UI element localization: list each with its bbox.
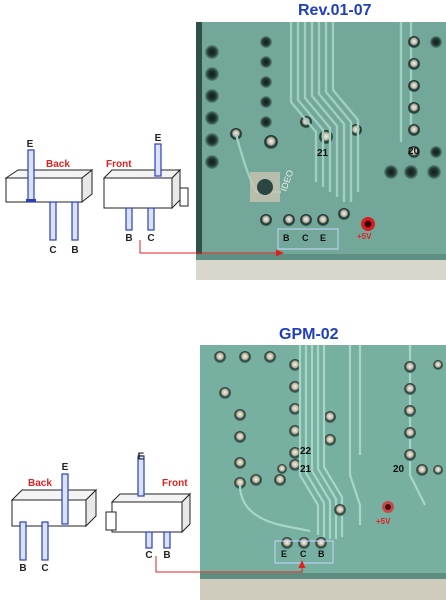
top-front-pin-c (147, 207, 155, 231)
top-front-pin-b (125, 207, 133, 231)
top-front-title: Front (106, 159, 132, 170)
top-pin-number-20: 20 (408, 146, 420, 157)
top-pcb-image: IDEO (196, 22, 446, 280)
top-pin-number-21: 21 (317, 148, 329, 159)
bottom-back-label-b: B (19, 563, 26, 574)
top-front-label-c: C (147, 233, 154, 244)
bottom-back-pin-c (41, 521, 49, 561)
top-front-body (102, 168, 189, 210)
bottom-pin-number-20: 20 (393, 464, 405, 475)
bottom-front-pin-e (137, 455, 145, 497)
top-back-pin-e (27, 149, 35, 201)
bottom-back-label-e: E (62, 462, 69, 473)
top-back-body (4, 168, 94, 204)
bottom-front-pin-c (145, 531, 153, 549)
top-title: Rev.01-07 (298, 2, 372, 19)
top-back-title: Back (46, 159, 70, 170)
bottom-transistor-diagram: E B C Back E C B Front (10, 451, 192, 574)
top-front-label-e: E (155, 133, 162, 144)
top-front-label-b: B (125, 233, 132, 244)
top-back-pin-c (49, 201, 57, 241)
top-back-label-c: C (49, 245, 56, 256)
bottom-pin-number-21: 21 (300, 464, 312, 475)
top-pcb-photo: IDEO 21 20 B C E +5V (196, 22, 446, 280)
bottom-power-label: +5V (376, 517, 391, 526)
bottom-pin-number-22: 22 (300, 446, 312, 457)
bottom-back-pin-b (19, 521, 27, 561)
top-back-label-e: E (27, 139, 34, 150)
top-back-pin-b (71, 201, 79, 241)
top-power-label: +5V (357, 232, 372, 241)
bottom-back-pin-e (61, 473, 69, 525)
top-back-label-b: B (71, 245, 78, 256)
bottom-pcb-image (200, 345, 446, 600)
bottom-board-pin-b: B (318, 549, 325, 559)
bottom-front-label-e: E (138, 451, 145, 462)
bottom-pcb-photo: 22 21 20 E C B +5V (200, 345, 446, 600)
bottom-back-label-c: C (41, 563, 48, 574)
top-board-pin-c: C (302, 233, 309, 243)
bottom-front-label-b: B (163, 550, 170, 561)
bottom-title: GPM-02 (279, 326, 339, 343)
bottom-board-pin-e: E (281, 549, 288, 559)
top-back-pin-e-base (26, 199, 36, 202)
bottom-back-title: Back (28, 478, 52, 489)
bottom-front-label-c: C (145, 550, 152, 561)
bottom-front-pin-b (163, 531, 171, 549)
bottom-front-body (105, 492, 192, 534)
bottom-front-title: Front (162, 478, 188, 489)
bottom-back-body (10, 488, 98, 528)
top-board-pin-e: E (320, 233, 327, 243)
top-board-pin-b: B (283, 233, 290, 243)
bottom-board-pin-c: C (300, 549, 307, 559)
top-transistor-diagram: E C B Back E B C Front (4, 133, 189, 256)
top-front-pin-e (154, 143, 162, 177)
